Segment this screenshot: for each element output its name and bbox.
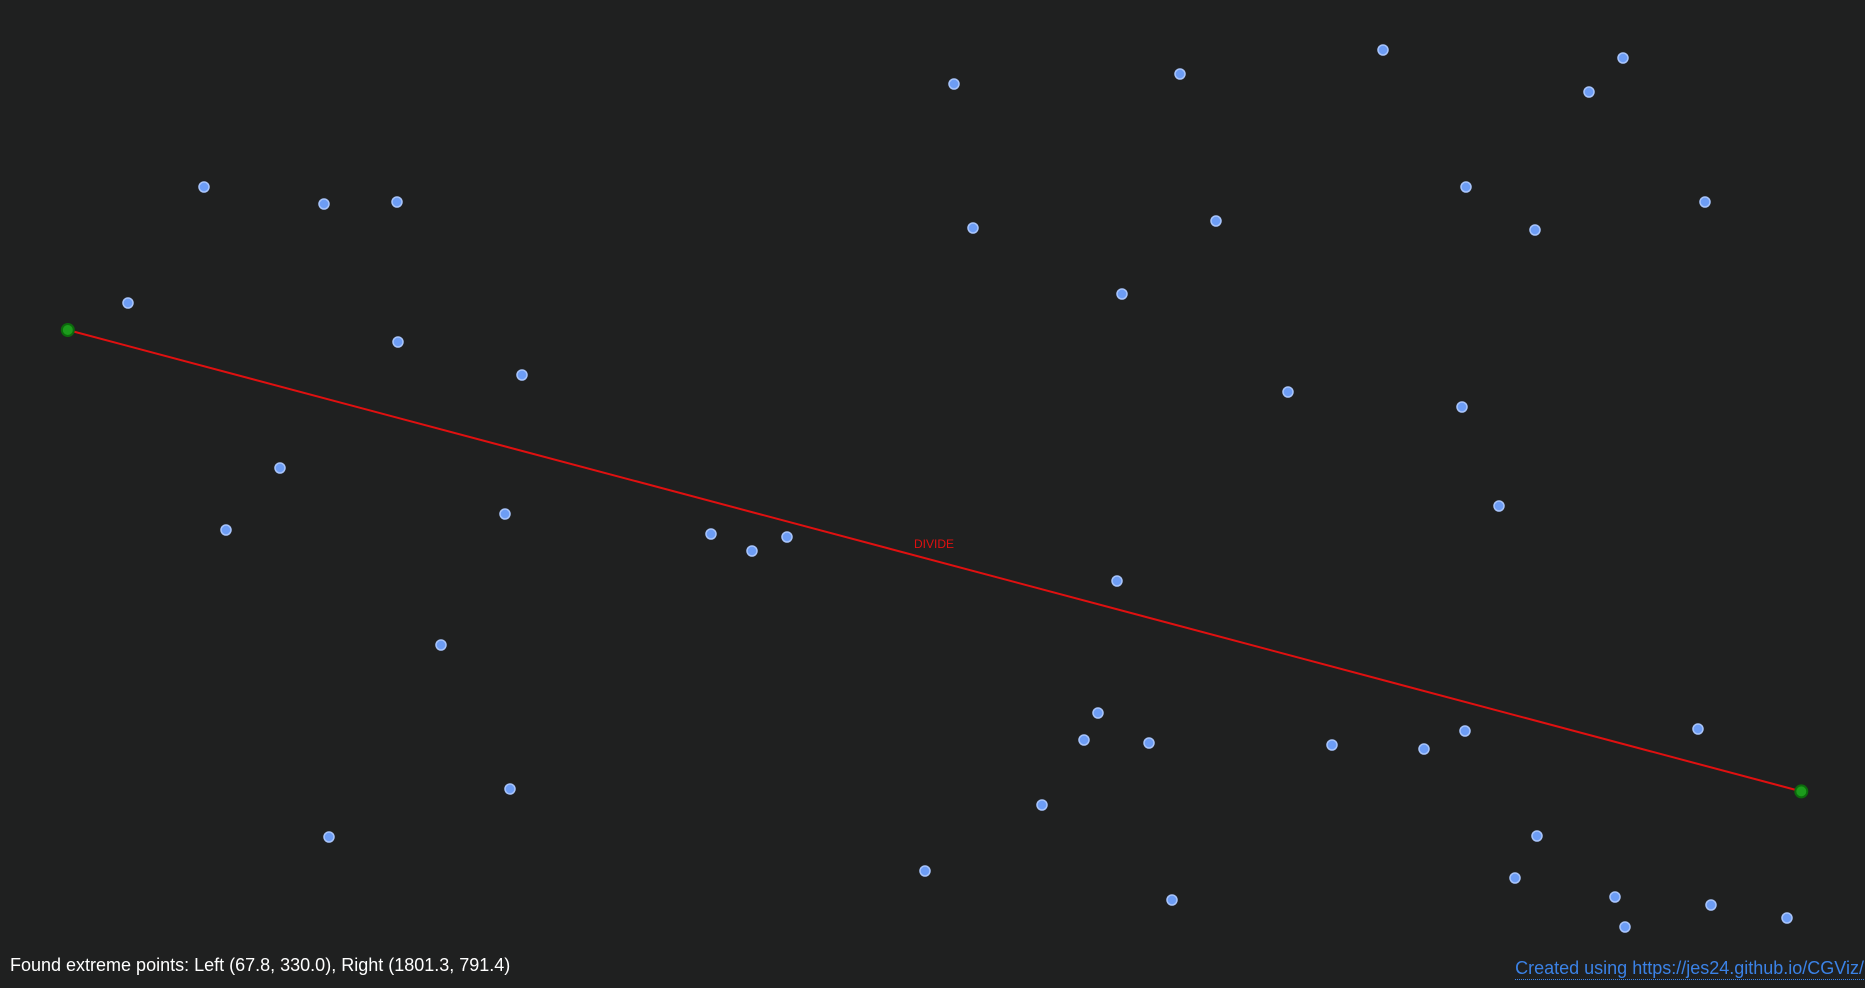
point-33	[1326, 739, 1338, 751]
point-35	[1459, 725, 1471, 737]
point-18	[1377, 44, 1389, 56]
point-36	[1692, 723, 1704, 735]
point-9	[705, 528, 717, 540]
point-30	[1092, 707, 1104, 719]
point-40	[1531, 830, 1543, 842]
point-42	[1609, 891, 1621, 903]
extreme-point-right	[1794, 784, 1809, 799]
point-27	[1456, 401, 1468, 413]
point-13	[504, 783, 516, 795]
points-layer	[122, 44, 1793, 933]
point-14	[323, 831, 335, 843]
divide-line-layer	[67, 329, 1802, 793]
point-2	[391, 196, 403, 208]
point-7	[220, 524, 232, 536]
point-24	[1699, 196, 1711, 208]
point-38	[919, 865, 931, 877]
point-34	[1418, 743, 1430, 755]
credit-link[interactable]: Created using https://jes24.github.io/CG…	[1515, 958, 1864, 980]
point-26	[1282, 386, 1294, 398]
point-41	[1509, 872, 1521, 884]
point-20	[1460, 181, 1472, 193]
status-message: Found extreme points: Left (67.8, 330.0)…	[10, 955, 511, 975]
point-16	[967, 222, 979, 234]
point-31	[1078, 734, 1090, 746]
point-43	[1705, 899, 1717, 911]
point-11	[781, 531, 793, 543]
point-39	[1166, 894, 1178, 906]
point-32	[1143, 737, 1155, 749]
divide-label: DIVIDE	[914, 537, 954, 551]
point-21	[1583, 86, 1595, 98]
point-44	[1619, 921, 1631, 933]
point-0	[198, 181, 210, 193]
point-8	[499, 508, 511, 520]
point-15	[948, 78, 960, 90]
extreme-points-layer	[60, 323, 1809, 799]
point-19	[1210, 215, 1222, 227]
point-5	[516, 369, 528, 381]
point-12	[435, 639, 447, 651]
point-37	[1036, 799, 1048, 811]
point-1	[318, 198, 330, 210]
point-3	[122, 297, 134, 309]
point-45	[1781, 912, 1793, 924]
point-23	[1529, 224, 1541, 236]
point-10	[746, 545, 758, 557]
point-29	[1111, 575, 1123, 587]
point-4	[392, 336, 404, 348]
point-25	[1116, 288, 1128, 300]
point-22	[1617, 52, 1629, 64]
point-6	[274, 462, 286, 474]
extreme-point-left	[60, 323, 75, 337]
point-17	[1174, 68, 1186, 80]
divide-line	[67, 329, 1802, 793]
point-28	[1493, 500, 1505, 512]
